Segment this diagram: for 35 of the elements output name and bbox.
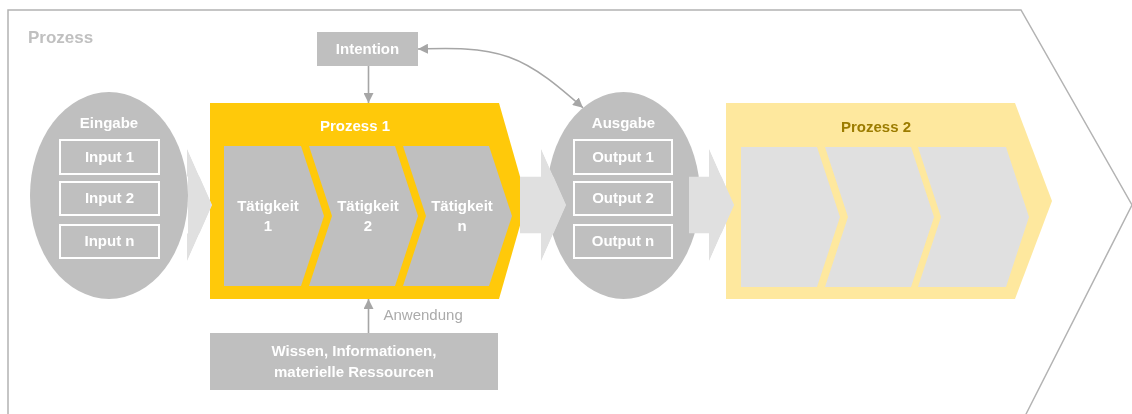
input-box [59,139,160,175]
box-label: Tätigkeit 1 [236,195,300,236]
box-label: Input 2 [83,188,136,209]
section-heading: Prozess 2 [839,116,912,137]
input-ellipse [30,92,188,299]
process-shape [726,103,1052,299]
output-ellipse [547,92,700,299]
diagram-heading: Prozess [28,26,95,49]
box-label: Output 1 [591,146,655,167]
section-heading: Eingabe [78,112,140,133]
box-label: Tätigkeit 2 [336,195,400,236]
box-label: Tätigkeit n [430,195,494,236]
edge-label: Anwendung [381,306,465,323]
section-heading: Ausgabe [590,112,657,133]
box-label: Intention [334,38,401,59]
activity-step [741,147,840,287]
section-heading: Prozess 1 [318,115,391,136]
activity-step [224,146,324,286]
box-label: Input n [83,231,136,252]
output-box [573,181,673,216]
box-label: Output n [590,231,656,252]
activity-step [825,147,934,287]
box-label: Wissen, Informationen, materielle Ressourcen [270,341,438,382]
box-label: Output 2 [591,188,655,209]
output-box [573,224,673,259]
process-outline [8,10,1132,414]
resources-box [210,333,498,390]
box-label: Input 1 [83,146,136,167]
input-box [59,181,160,216]
output-box [573,139,673,175]
intention-box [317,32,418,66]
activity-step [309,146,418,286]
activity-step [918,147,1029,287]
activity-step [403,146,512,286]
input-box [59,224,160,259]
